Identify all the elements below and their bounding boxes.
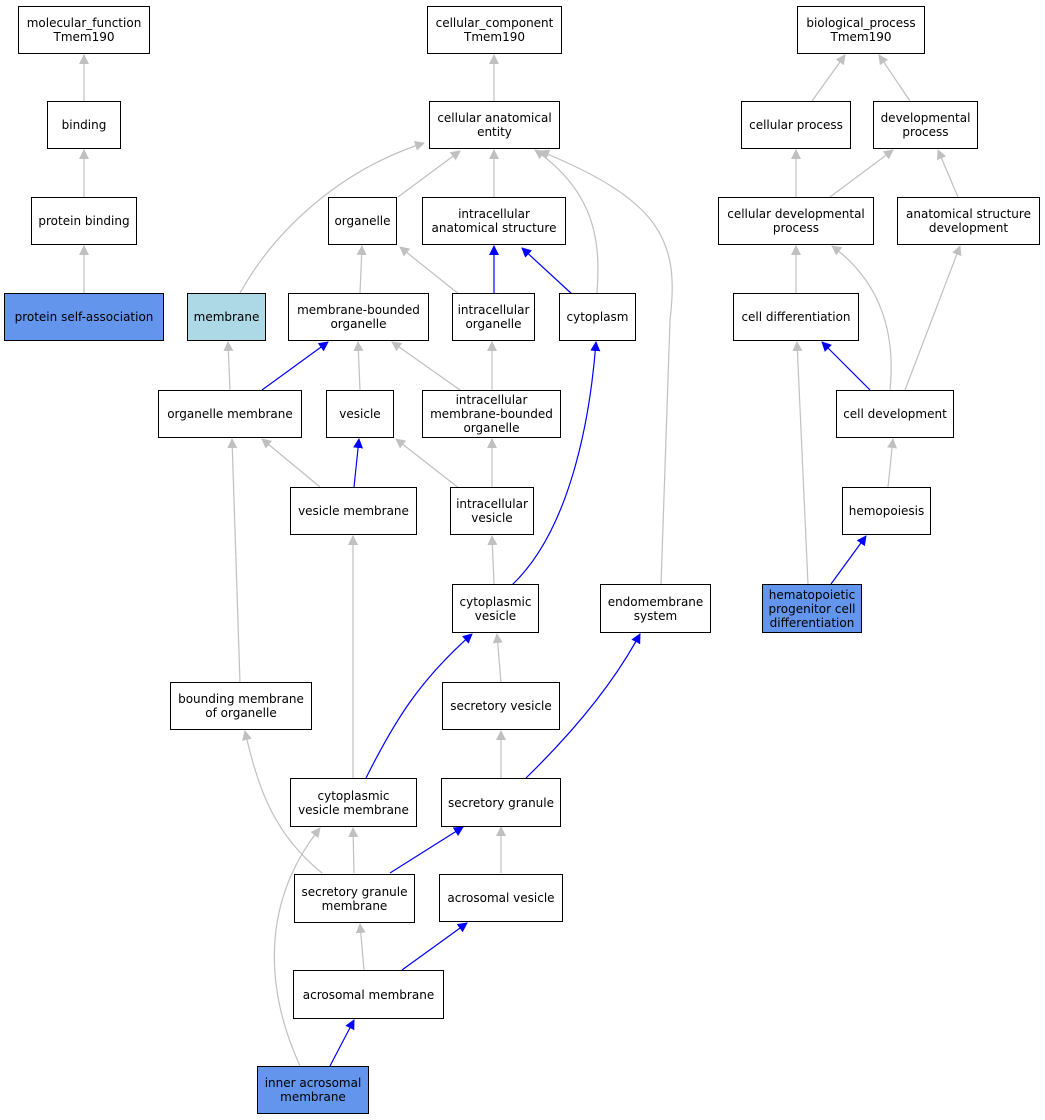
node-vesicle-membrane[interactable]: vesicle membrane: [290, 487, 417, 535]
node-membrane[interactable]: membrane: [187, 293, 266, 341]
edge-sv-cv: [492, 633, 503, 684]
node-membrane-bounded-organelle[interactable]: membrane-bounded organelle: [288, 293, 429, 341]
edge-cv-cyto: [511, 341, 601, 586]
node-cell-differentiation[interactable]: cell differentiation: [733, 293, 859, 341]
edge-ves-mbo: [353, 341, 364, 391]
edge-cdev-cdp: [831, 245, 892, 391]
node-endomembrane-system[interactable]: endomembrane system: [600, 584, 711, 633]
edge-sg-es: [525, 633, 641, 779]
node-cellular-component[interactable]: cellular_component Tmem190: [427, 6, 562, 54]
edge-cdev-asd: [904, 245, 962, 391]
edge-om-mbo: [261, 341, 329, 391]
edge-bmo-om: [227, 438, 241, 684]
node-hematopoietic-progenitor-cell-differentiation[interactable]: hematopoietic progenitor cell differenti…: [762, 584, 862, 633]
edge-cyto-cae: [534, 149, 599, 294]
edge-cdp-dp: [829, 149, 894, 198]
node-binding[interactable]: binding: [47, 101, 121, 149]
node-cellular-developmental-process[interactable]: cellular developmental process: [718, 197, 874, 245]
edge-cp-bp: [811, 54, 846, 102]
node-bounding-membrane-of-organelle[interactable]: bounding membrane of organelle: [170, 682, 312, 730]
node-cytoplasmic-vesicle-membrane[interactable]: cytoplasmic vesicle membrane: [290, 778, 417, 827]
node-acrosomal-membrane[interactable]: acrosomal membrane: [293, 970, 444, 1019]
node-intracellular-anatomical-structure[interactable]: intracellular anatomical structure: [422, 197, 566, 245]
edge-cv-iv: [487, 535, 498, 585]
edge-io-org: [399, 246, 461, 296]
edge-mbo-org: [356, 245, 367, 294]
edge-iam-cvm: [273, 827, 321, 1067]
edge-am-av: [401, 922, 468, 971]
node-molecular-function[interactable]: molecular_function Tmem190: [18, 6, 150, 54]
node-secretory-granule[interactable]: secretory granule: [441, 778, 561, 827]
edge-iam-am: [329, 1019, 355, 1067]
node-intracellular-organelle[interactable]: intracellular organelle: [452, 293, 535, 341]
node-hemopoiesis[interactable]: hemopoiesis: [842, 487, 931, 535]
edge-dp-bp: [878, 54, 911, 102]
node-inner-acrosomal-membrane[interactable]: inner acrosomal membrane: [257, 1066, 369, 1114]
node-cytoplasm[interactable]: cytoplasm: [559, 293, 636, 341]
edge-iv-ves: [395, 438, 461, 490]
edge-cvm-cv: [365, 633, 473, 779]
node-anatomical-structure-development[interactable]: anatomical structure development: [897, 197, 1040, 245]
edge-vm-om: [261, 438, 321, 488]
node-secretory-vesicle[interactable]: secretory vesicle: [442, 682, 560, 730]
node-cellular-anatomical-entity[interactable]: cellular anatomical entity: [429, 101, 560, 149]
node-intracellular-membrane-bounded-organelle[interactable]: intracellular membrane-bounded organelle: [422, 390, 561, 438]
edge-asd-dp: [936, 149, 959, 198]
edge-vm-ves: [353, 438, 364, 488]
node-secretory-granule-membrane[interactable]: secretory granule membrane: [294, 874, 415, 923]
edge-imbo-mbo: [391, 341, 461, 391]
edge-org-cae: [397, 150, 461, 198]
edge-sgm-bmo: [242, 730, 323, 874]
edge-om-memb: [223, 341, 234, 391]
node-acrosomal-vesicle[interactable]: acrosomal vesicle: [439, 874, 563, 922]
node-organelle-membrane[interactable]: organelle membrane: [158, 390, 302, 438]
edge-hpcd-cdiff: [792, 341, 809, 585]
edge-hpcd-hemo: [830, 535, 867, 585]
edge-am-sgm: [355, 923, 366, 971]
node-developmental-process[interactable]: developmental process: [873, 101, 978, 149]
edge-cdev-cdiff: [821, 341, 871, 391]
node-protein-self-association[interactable]: protein self-association: [4, 293, 164, 341]
node-protein-binding[interactable]: protein binding: [31, 197, 137, 245]
edge-sgm-cvm: [348, 827, 359, 874]
node-cytoplasmic-vesicle[interactable]: cytoplasmic vesicle: [452, 584, 539, 633]
edge-memb-cae: [239, 140, 425, 294]
node-cellular-process[interactable]: cellular process: [741, 101, 851, 149]
node-intracellular-vesicle[interactable]: intracellular vesicle: [450, 487, 534, 535]
edge-es-cae: [539, 149, 673, 586]
node-cell-development[interactable]: cell development: [836, 390, 954, 438]
edge-hemo-cdev: [887, 438, 898, 488]
node-biological-process[interactable]: biological_process Tmem190: [797, 6, 925, 54]
node-vesicle[interactable]: vesicle: [326, 390, 394, 438]
node-organelle[interactable]: organelle: [328, 197, 397, 245]
edge-sgm-sg: [389, 826, 464, 874]
edge-cyto-ias: [521, 247, 574, 296]
